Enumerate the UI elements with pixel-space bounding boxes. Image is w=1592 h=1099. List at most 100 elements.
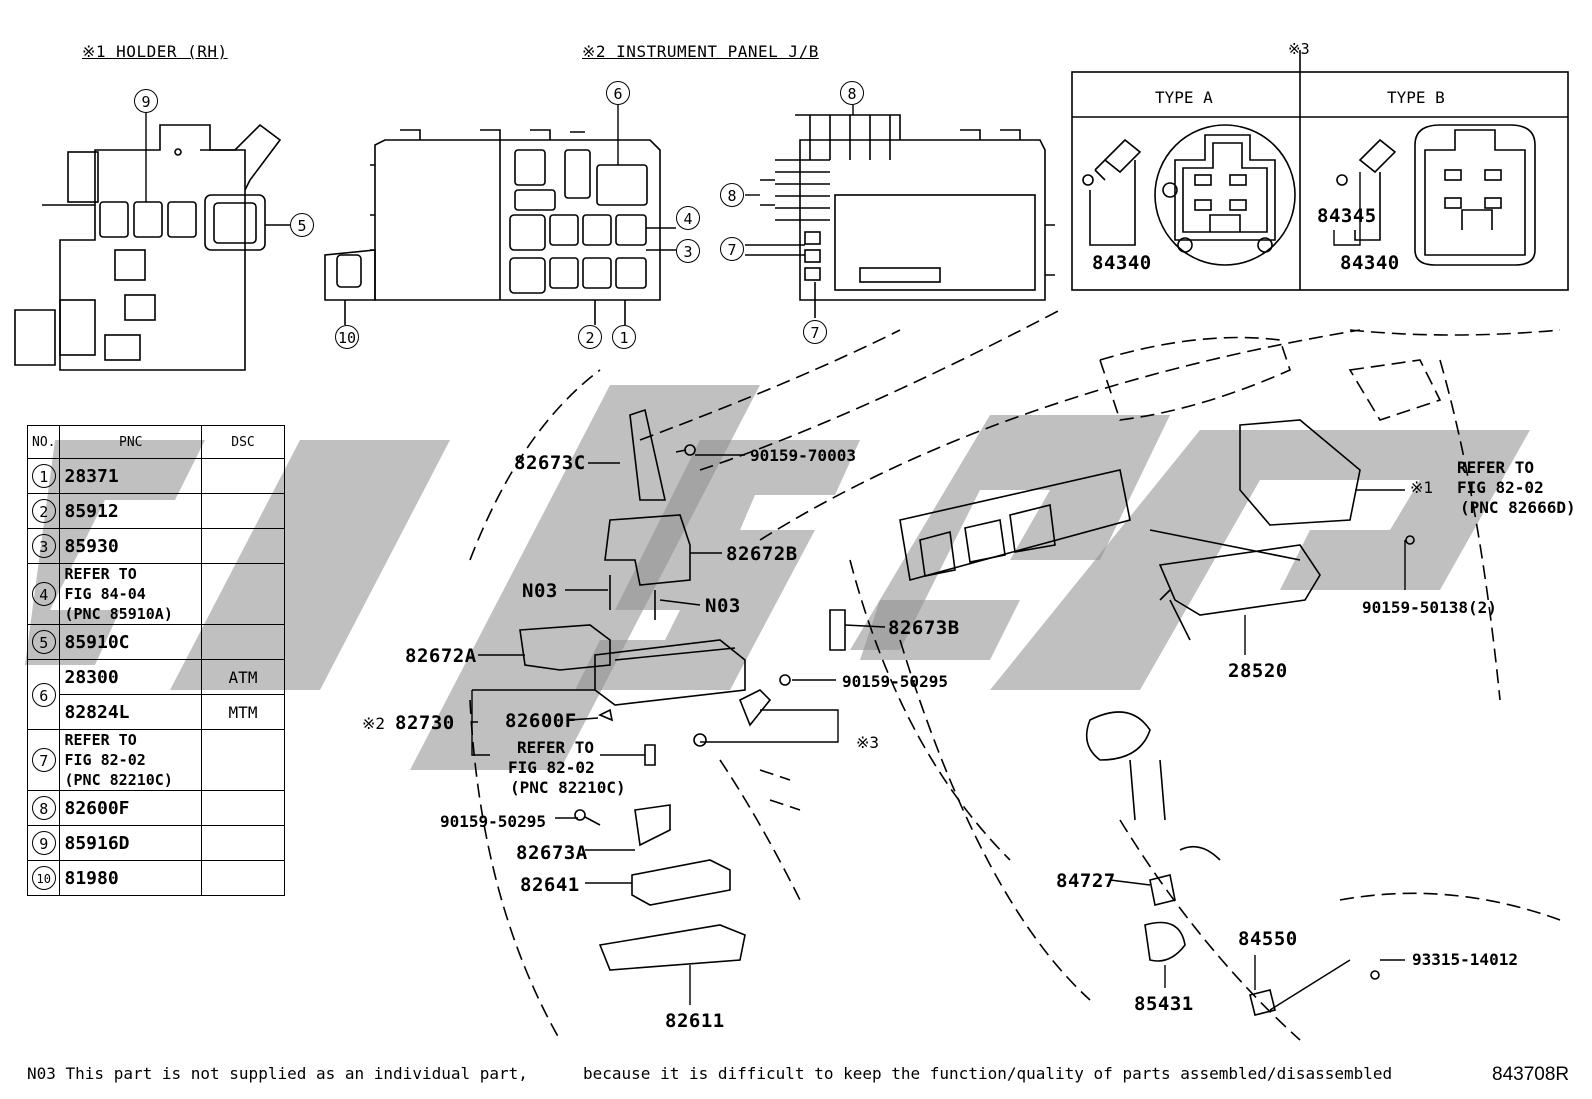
callout-4: 4 [676, 206, 700, 230]
label-right-refer-to: REFER TO [1457, 458, 1535, 477]
label-n03-left: N03 [522, 580, 558, 602]
row-dsc [201, 860, 285, 896]
row-dsc [201, 729, 285, 791]
row-dsc [201, 624, 285, 660]
row-pnc: 85910C [59, 624, 202, 660]
pnc-table: NO. PNC DSC 1 28371 2 85912 3 85930 4 RE… [26, 425, 285, 896]
row-no: 5 [31, 630, 56, 654]
type-a-label: TYPE A [1155, 88, 1213, 107]
holder-rh-drawing [14, 123, 282, 371]
label-84345: 84345 [1317, 205, 1377, 227]
type-b-label: TYPE B [1387, 88, 1445, 107]
label-refer-pnc: (PNC 82210C) [510, 778, 626, 797]
label-82641: 82641 [520, 874, 580, 896]
row-no: 10 [31, 866, 56, 890]
row-no: 3 [31, 534, 56, 558]
row-pnc: 82600F [59, 790, 202, 826]
label-mark2: ※2 [362, 714, 386, 733]
row-no: 1 [31, 464, 56, 488]
holder-rh-header: ※1 HOLDER (RH) [82, 42, 228, 61]
label-93315-14012: 93315-14012 [1412, 950, 1518, 969]
table-row: 10 81980 [26, 860, 285, 896]
label-right-refer-pnc: (PNC 82666D) [1460, 498, 1576, 517]
label-82672A: 82672A [405, 645, 477, 667]
table-row: 9 85916D [26, 825, 285, 861]
row-pnc: REFER TO FIG 84-04 (PNC 85910A) [59, 563, 202, 625]
row-pnc: 85930 [59, 528, 202, 564]
panel-jb-left-drawing [324, 129, 676, 325]
label-84340-type-b: 84340 [1340, 252, 1400, 274]
label-mark3: ※3 [856, 733, 880, 752]
dashboard-outline [469, 309, 1561, 1041]
row-dsc [201, 825, 285, 861]
row-dsc [201, 563, 285, 625]
label-85431: 85431 [1134, 993, 1194, 1015]
label-84727: 84727 [1056, 870, 1116, 892]
label-82673A: 82673A [516, 842, 588, 864]
table-row: 82824L MTM [28, 694, 285, 730]
callout-5: 5 [290, 213, 314, 237]
label-refer-to: REFER TO [517, 738, 595, 757]
label-84340-type-a: 84340 [1092, 252, 1152, 274]
watermark-shapes [25, 385, 1530, 770]
table-row: 7 REFER TO FIG 82-02 (PNC 82210C) [26, 729, 285, 791]
table-row: 2 85912 [26, 493, 285, 529]
row-pnc: REFER TO FIG 82-02 (PNC 82210C) [59, 729, 202, 791]
row-no: 8 [31, 796, 56, 820]
callout-1: 1 [612, 325, 636, 349]
row-no: 9 [31, 831, 56, 855]
row-no: 4 [31, 582, 56, 606]
callout-8-left: 8 [720, 183, 744, 207]
col-dsc-header: DSC [201, 425, 285, 459]
col-no-header: NO. [26, 425, 61, 459]
row-dsc [201, 528, 285, 564]
label-82600F: 82600F [505, 710, 577, 732]
table-row: 8 82600F [26, 790, 285, 826]
callout-10: 10 [335, 325, 359, 349]
footer-note-right: because it is difficult to keep the func… [583, 1064, 1393, 1083]
row-no: 6 [31, 682, 56, 707]
callout-7-bottom: 7 [803, 320, 827, 344]
leader-lines [145, 105, 1406, 1011]
row-pnc: 85916D [59, 825, 202, 861]
table-row: 6 28300 ATM [26, 659, 285, 730]
panel-jb-right-drawing [745, 114, 1055, 318]
label-82672B: 82672B [726, 543, 798, 565]
footer-note-left: N03 This part is not supplied as an indi… [27, 1064, 528, 1083]
table-header-row: NO. PNC DSC [26, 425, 285, 459]
row-pnc: 28300 [59, 659, 202, 695]
label-right-refer-fig: FIG 82-02 [1457, 478, 1544, 497]
row-dsc [201, 458, 285, 494]
table-row: 5 85910C [26, 624, 285, 660]
row-dsc: ATM [201, 659, 285, 695]
row-dsc [201, 790, 285, 826]
callout-9: 9 [134, 89, 158, 113]
row-pnc: 28371 [59, 458, 202, 494]
label-refer-fig: FIG 82-02 [508, 758, 595, 777]
row-pnc-alt: 82824L [59, 694, 202, 730]
row-pnc: 85912 [59, 493, 202, 529]
table-row: 4 REFER TO FIG 84-04 (PNC 85910A) [26, 563, 285, 625]
label-mark1: ※1 [1410, 478, 1434, 497]
callout-8-top: 8 [840, 81, 864, 105]
label-82611: 82611 [665, 1010, 725, 1032]
label-82730: 82730 [395, 712, 455, 734]
label-90159-70003: 90159-70003 [750, 446, 856, 465]
diagram-code: 843708R [1492, 1064, 1570, 1085]
callout-7-left: 7 [720, 237, 744, 261]
col-pnc-header: PNC [59, 425, 202, 459]
label-n03-right: N03 [705, 595, 741, 617]
row-dsc-alt: MTM [201, 694, 285, 730]
label-90159-50138: 90159-50138(2) [1362, 598, 1497, 617]
table-row: 1 28371 [26, 458, 285, 494]
callout-2: 2 [578, 325, 602, 349]
type-box-drawing [1071, 50, 1569, 291]
label-82673C: 82673C [514, 452, 586, 474]
row-dsc [201, 493, 285, 529]
label-28520: 28520 [1228, 660, 1288, 682]
label-90159-50295-right: 90159-50295 [842, 672, 948, 691]
label-90159-50295-left: 90159-50295 [440, 812, 546, 831]
row-no: 7 [31, 748, 56, 772]
